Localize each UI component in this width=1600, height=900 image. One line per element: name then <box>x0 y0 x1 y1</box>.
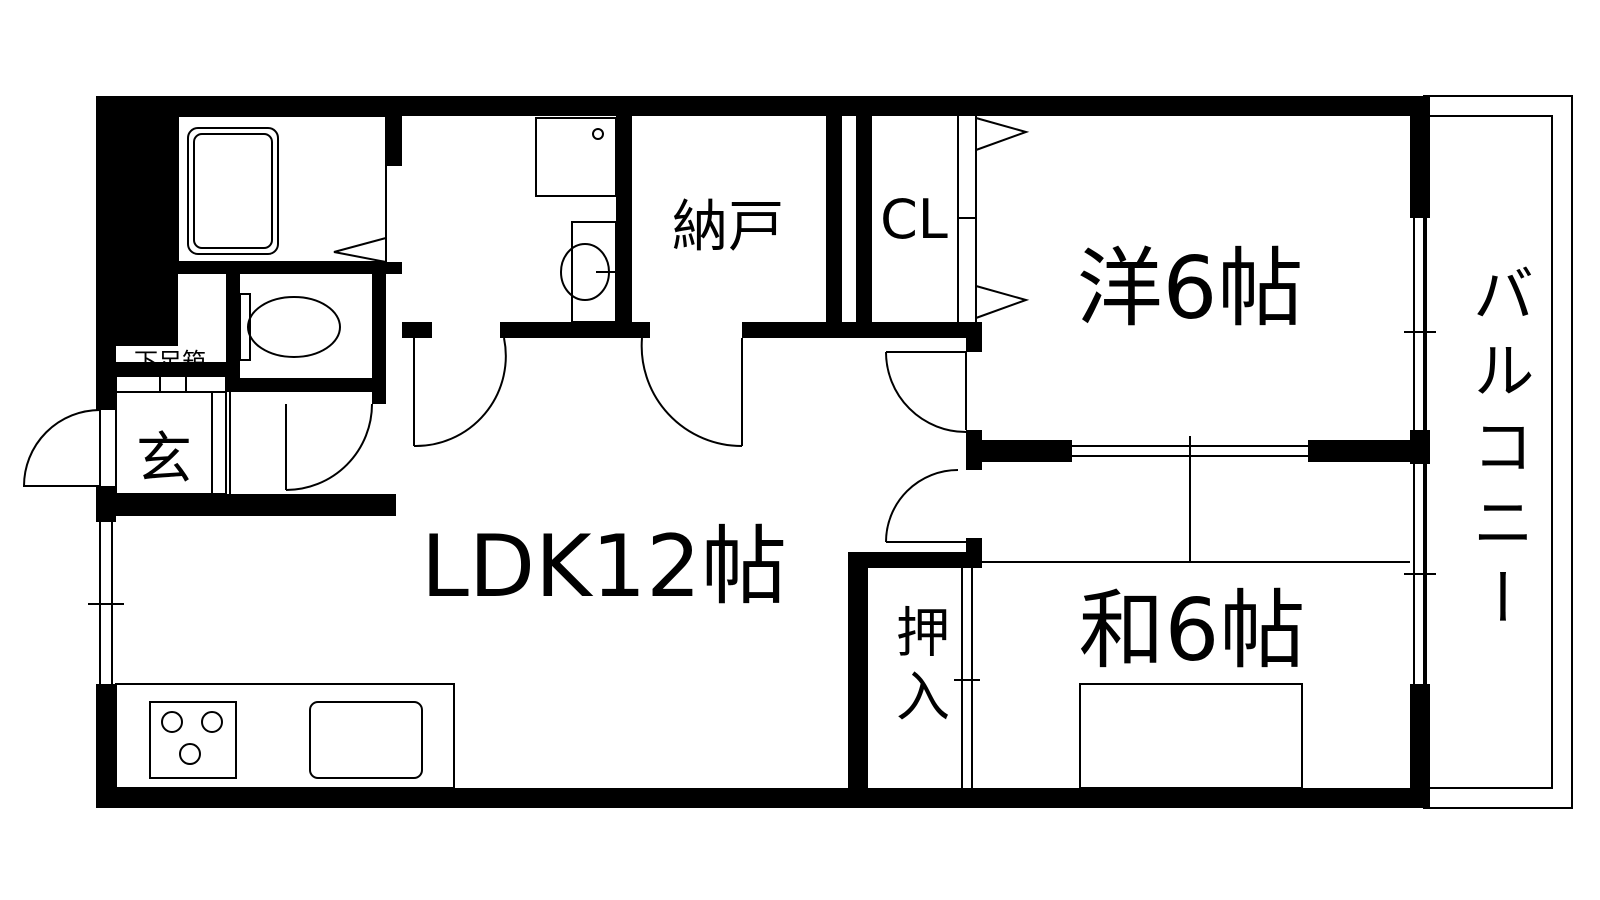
outer-walls <box>96 96 1430 808</box>
thin-lines <box>88 115 1436 789</box>
oshiire-label: 押入 <box>887 604 950 732</box>
entrance-label: 玄 <box>136 427 192 492</box>
shoe-box-label: 下足箱 <box>134 348 206 376</box>
storage-label: 納戸 <box>672 195 784 260</box>
doors <box>22 337 967 543</box>
ldk-label: LDK12帖 <box>421 517 787 617</box>
closet-label: CL <box>880 188 948 251</box>
room-labels: 納戸 CL 洋6帖 LDK12帖 和6帖 押入 バルコニー 玄 下足箱 <box>134 188 1535 732</box>
interior-walls <box>116 96 1424 808</box>
japanese-room-label: 和6帖 <box>1079 581 1306 681</box>
western-room-label: 洋6帖 <box>1077 239 1304 339</box>
balcony-label: バルコニー <box>1462 262 1535 642</box>
